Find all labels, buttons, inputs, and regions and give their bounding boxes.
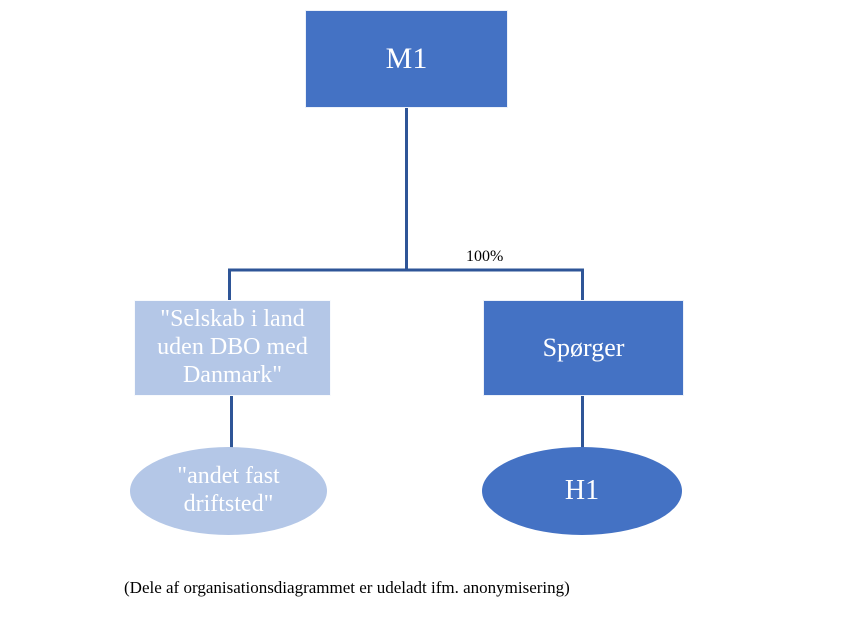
node-m1-label: M1 bbox=[385, 41, 428, 75]
edge-label-ownership-percentage: 100% bbox=[466, 248, 504, 265]
node-h1-label: H1 bbox=[564, 474, 600, 506]
node-sporger: Spørger bbox=[483, 300, 684, 396]
node-m1: M1 bbox=[305, 10, 508, 108]
node-driftsted-label: "andet fast driftsted" bbox=[177, 463, 280, 517]
node-selskab-i-land-uden-dbo: "Selskab i land uden DBO med Danmark" bbox=[134, 300, 331, 396]
diagram-caption: (Dele af organisationsdiagrammet er udel… bbox=[124, 578, 570, 597]
node-sporger-label: Spørger bbox=[542, 332, 625, 362]
node-andet-fast-driftsted: "andet fast driftsted" bbox=[130, 447, 327, 535]
node-h1: H1 bbox=[482, 447, 682, 535]
node-selskab-label: "Selskab i land uden DBO med Danmark" bbox=[157, 306, 308, 388]
